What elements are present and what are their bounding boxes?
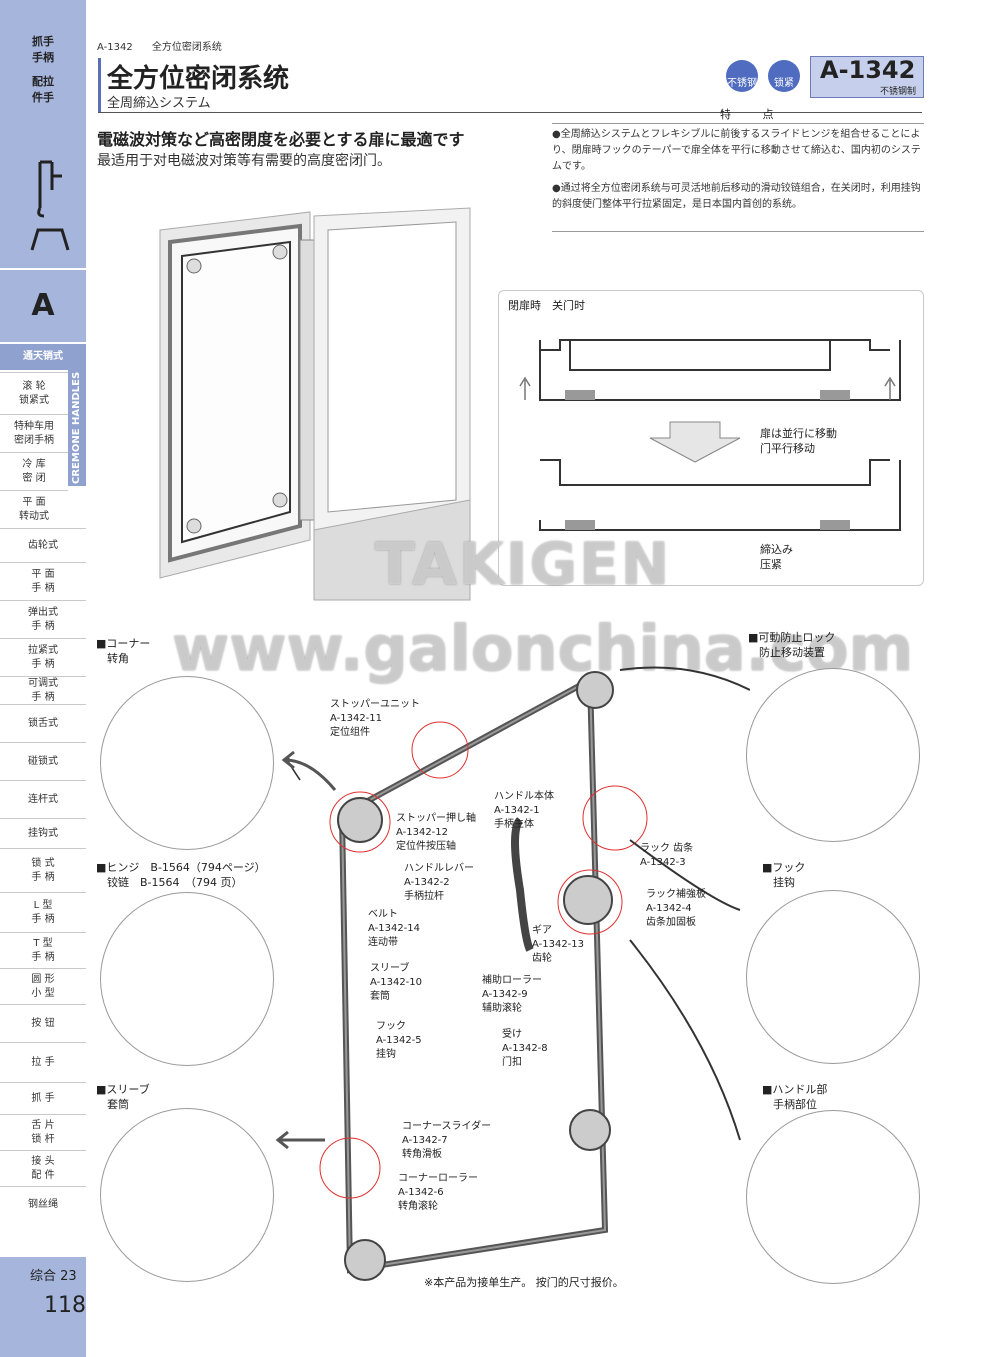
sidebar-item[interactable]: L 型 手 柄 [0, 892, 86, 933]
sidebar-item[interactable]: 滚 轮 锁紧式 [0, 372, 68, 415]
lock-badge-label: 锁紧 [774, 78, 794, 89]
section-tab-a[interactable]: A [0, 270, 86, 342]
sidebar-item[interactable]: 齿轮式 [0, 528, 86, 563]
sidebar-item[interactable]: 碰锁式 [0, 742, 86, 781]
part-label-rack: ラック 齿条 A-1342-3 [640, 843, 694, 868]
sidebar-item[interactable]: 平 面 转动式 [0, 490, 68, 529]
closing-diagram-drawing [519, 339, 901, 531]
sidebar-item[interactable]: 锁舌式 [0, 704, 86, 743]
detail-label-handle: ■ハンドル部 手柄部位 [762, 1083, 828, 1111]
page-number: 118 [44, 1293, 86, 1318]
detail-circle-sleeve [100, 1108, 274, 1282]
breadcrumb-title: 全方位密闭系统 [151, 42, 222, 53]
handle-icon [30, 160, 70, 251]
sidebar-item[interactable]: 平 面 手 柄 [0, 562, 86, 601]
part-label-belt: ベルト A-1342-14 连动带 [368, 909, 421, 948]
features-heading: 特 点 [720, 108, 788, 121]
detail-circle-lock [746, 668, 920, 842]
sidebar: 抓手 手柄 配拉 件手 A 通天销式 CREMONE HANDLES 滚 轮 锁… [0, 0, 86, 1357]
closing-diagram [498, 290, 924, 586]
footer-label: 综合 23 [30, 1269, 77, 1284]
diagram-label-close: 閉扉時 关门时 [508, 299, 585, 312]
part-label-aux-roller: 補助ローラー A-1342-9 辅助滚轮 [482, 975, 542, 1014]
stainless-badge-label: 不锈钢 [727, 78, 757, 89]
watermark-brand: TAKIGEN [375, 530, 672, 598]
lock-badge: 锁紧 [768, 60, 800, 92]
part-label-rack-plate: ラック補強板 A-1342-4 齿条加固板 [646, 889, 706, 928]
sidebar-item[interactable]: 按 钮 [0, 1004, 86, 1043]
part-label-hook: フック A-1342-5 挂钩 [376, 1021, 422, 1060]
sidebar-item[interactable]: 舌 片 锁 杆 [0, 1114, 86, 1151]
part-label-corner-roller: コーナーローラー A-1342-6 转角滚轮 [398, 1173, 478, 1212]
door-product-photo [159, 207, 471, 601]
part-label-corner-slider: コーナースライダー A-1342-7 转角滑板 [402, 1121, 492, 1160]
product-code-box [810, 56, 924, 98]
sidebar-item[interactable]: 圆 形 小 型 [0, 968, 86, 1005]
sidebar-item[interactable]: 挂钩式 [0, 818, 86, 849]
part-label-catch: 受け A-1342-8 门扣 [502, 1029, 548, 1068]
detail-circle-hinge [100, 892, 274, 1066]
part-label-handle-lever: ハンドルレバー A-1342-2 手柄拉杆 [404, 863, 474, 902]
sidebar-item[interactable]: 锁 式 手 柄 [0, 848, 86, 893]
sidebar-item[interactable]: 特种车用 密闭手柄 [0, 414, 68, 453]
breadcrumb: A-1342 全方位密闭系统 [97, 38, 222, 53]
sidebar-item[interactable]: 钢丝绳 [0, 1186, 86, 1223]
sidebar-item[interactable]: 拉紧式 手 柄 [0, 638, 86, 677]
watermark-url: www.galonchina.com [172, 612, 914, 685]
sidebar-item[interactable]: 连杆式 [0, 780, 86, 819]
sidebar-category-grip-handle[interactable]: 抓手 手柄 [32, 35, 54, 64]
sidebar-item[interactable]: 弹出式 手 柄 [0, 600, 86, 639]
sidebar-footer: 综合 23 118 [0, 1257, 86, 1357]
section-letter: A [31, 288, 55, 323]
footnote: ※本产品为接单生产。 按门的尺寸报价。 [424, 1276, 624, 1289]
part-label-gear: ギア A-1342-13 齿轮 [532, 925, 585, 964]
feature-jp: ●全周締込システムとフレキシブルに前後するスライドヒンジを組合せることにより、閉… [552, 129, 921, 172]
part-label-handle-body: ハンドル本体 A-1342-1 手柄主体 [494, 791, 554, 830]
stainless-badge: 不锈钢 [726, 60, 758, 92]
product-code: A-1342 [820, 56, 916, 84]
detail-label-hook: ■フック 挂钩 [762, 861, 806, 889]
headline-cn: 最适用于对电磁波对策等有需要的高度密闭门。 [97, 153, 391, 169]
title-divider [98, 112, 922, 113]
breadcrumb-code: A-1342 [97, 42, 133, 53]
sidebar-category-panel [0, 0, 86, 268]
detail-label-hinge: ■ヒンジ B-1564（794ページ） 铰链 B-1564 （794 页） [96, 861, 266, 889]
page-title: 全方位密闭系统 [107, 64, 290, 94]
detail-circle-hook [746, 890, 920, 1064]
sidebar-item[interactable]: 接 头 配 件 [0, 1150, 86, 1187]
part-label-stopper-shaft: ストッパー押し軸 A-1342-12 定位件按压轴 [396, 813, 476, 852]
headline-jp: 電磁波対策など高密閉度を必要とする扉に最適です [97, 130, 465, 149]
diagram-label-tighten: 締込み 压紧 [760, 543, 793, 571]
page-subtitle: 全周締込システム [107, 96, 211, 111]
detail-label-corner: ■コーナー 转角 [96, 637, 151, 665]
system-frame-drawing [285, 666, 750, 1281]
sidebar-item-active[interactable]: 通天销式 [0, 344, 86, 370]
sidebar-item[interactable]: 可调式 手 柄 [0, 676, 86, 705]
detail-label-sleeve: ■スリーブ 套筒 [96, 1083, 150, 1111]
part-label-stopper-unit: ストッパーユニット A-1342-11 定位组件 [330, 699, 420, 738]
sidebar-item[interactable]: 拉 手 [0, 1042, 86, 1083]
diagram-label-move: 扉は並行に移動 门平行移动 [760, 427, 837, 455]
cremone-handles-tab: CREMONE HANDLES [68, 370, 86, 486]
detail-circle-handle [746, 1110, 920, 1284]
arrow-to-sleeve-icon [275, 1130, 325, 1150]
sidebar-item[interactable]: 抓 手 [0, 1082, 86, 1115]
detail-label-lock: ■可動防止ロック 防止移动装置 [748, 631, 836, 659]
feature-cn: ●通过将全方位密闭系统与可灵活地前后移动的滑动铰链组合，在关闭时，利用挂钩的斜度… [552, 183, 921, 210]
detail-circle-corner [100, 676, 274, 850]
sidebar-category-fittings-pull[interactable]: 配拉 件手 [32, 75, 54, 104]
features-rule-bottom [552, 231, 924, 232]
part-label-sleeve: スリーブ A-1342-10 套筒 [370, 963, 423, 1002]
sidebar-item[interactable]: T 型 手 柄 [0, 932, 86, 969]
arrow-to-corner-icon [281, 750, 337, 791]
features-rule-top [552, 123, 924, 124]
title-accent-bar [98, 58, 101, 112]
product-material: 不锈钢制 [880, 87, 917, 97]
sidebar-item[interactable]: 冷 库 密 闭 [0, 452, 68, 491]
